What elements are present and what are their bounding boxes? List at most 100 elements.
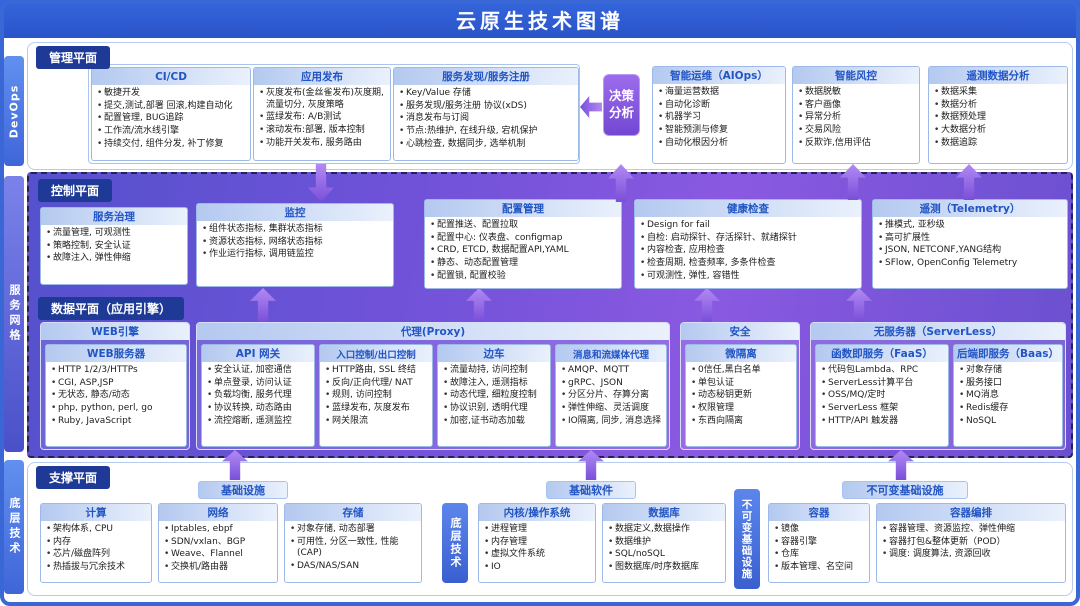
list-item: 虚拟文件系统 (484, 549, 592, 561)
card-api-gateway: API 网关 安全认证, 加密通信单点登录, 访问认证负载均衡, 服务代理协议转… (201, 344, 315, 447)
label-base-software: 基础软件 (546, 481, 636, 499)
card-config-management: 配置管理 配置推送、配置拉取配置中心: 仪表盘、configmapCRD, ET… (424, 199, 622, 289)
list-item: 资源状态指标, 网络状态指标 (202, 237, 390, 249)
card-title: 微隔离 (686, 345, 796, 362)
card-baas: 后端即服务（Baas） 对象存储服务接口MQ消息Redis缓存NoSQL (953, 344, 1063, 447)
list-item: 架构体系, CPU (46, 524, 148, 536)
card-container: 容器 镜像容器引擎仓库版本管理、名空间 (768, 503, 870, 583)
list-item: 规则, 访问控制 (325, 390, 429, 402)
card-item-list: 容器管理、资源监控、弹性伸缩容器打包&整体更新（POD）调度: 调度算法, 资源… (877, 521, 1065, 564)
list-item: 心跳检查, 数据同步, 选举机制 (399, 139, 575, 151)
card-title: 配置管理 (425, 200, 621, 217)
card-title: 计算 (41, 504, 151, 521)
list-item: 动态秘钥更新 (691, 390, 793, 402)
section-label-data-plane: 数据平面（应用引擎） (38, 297, 185, 320)
card-title: CI/CD (92, 68, 250, 85)
list-item: 作业运行指标, 调用链监控 (202, 249, 390, 261)
list-item: CGI, ASP,JSP (51, 378, 183, 390)
list-item: 海量运营数据 (658, 87, 782, 99)
list-item: 容器引擎 (774, 537, 866, 549)
card-service-discovery: 服务发现/服务注册 Key/Value 存储服务发现/服务注册 协议(xDS)消… (393, 67, 579, 161)
card-ingress-egress: 入口控制/出口控制 HTTP路由, SSL 终结反向/正向代理/ NAT规则, … (319, 344, 433, 447)
list-item: Design for fail (640, 220, 858, 232)
card-item-list: 代码包Lambda、RPCServerLess计算平台OSS/MQ/定时Serv… (816, 362, 948, 430)
card-cicd: CI/CD 敏捷开发提交,测试,部署 回滚,构建自动化配置管理, BUG追踪工作… (91, 67, 251, 161)
list-item: 对象存储 (959, 365, 1059, 377)
card-item-list: Design for fail自检: 启动探针、存活探针、就绪探针内容检查, 应… (635, 217, 861, 285)
list-item: 弹性伸缩、灵活调度 (561, 403, 663, 415)
list-item: 镜像 (774, 524, 866, 536)
decision-analysis-label: 决策分析 (608, 88, 634, 120)
card-app-release: 应用发布 灰度发布(金丝雀发布)灰度期, 流量切分, 灰度策略蓝绿发布: A/B… (253, 67, 391, 161)
card-item-list: 配置推送、配置拉取配置中心: 仪表盘、configmapCRD, ETCD, 数… (425, 217, 621, 285)
list-item: 权限管理 (691, 403, 793, 415)
list-item: IO隔离, 同步, 消息选择 (561, 416, 663, 428)
card-item-list: 对象存储服务接口MQ消息Redis缓存NoSQL (954, 362, 1062, 430)
card-title: 容器 (769, 504, 869, 521)
list-item: SFlow, OpenConfig Telemetry (878, 258, 1064, 270)
card-service-governance: 服务治理 流量管理, 可观测性策略控制, 安全认证故障注入, 弹性伸缩 (40, 207, 188, 285)
card-item-list: 流量管理, 可观测性策略控制, 安全认证故障注入, 弹性伸缩 (41, 225, 187, 268)
list-item: 容器打包&整体更新（POD） (882, 537, 1062, 549)
list-item: 组件状态指标, 集群状态指标 (202, 224, 390, 236)
list-item: 灰度发布(金丝雀发布)灰度期, 流量切分, 灰度策略 (259, 88, 387, 111)
card-title: 服务发现/服务注册 (394, 68, 578, 85)
list-item: 数据脱敏 (798, 87, 916, 99)
list-item: 大数据分析 (934, 125, 1064, 137)
card-item-list: 敏捷开发提交,测试,部署 回滚,构建自动化配置管理, BUG追踪工作流/流水线引… (92, 85, 250, 153)
list-item: Weave、Flannel (164, 549, 274, 561)
list-item: 进程管理 (484, 524, 592, 536)
strip-base-tech-text: 底层技术 (449, 517, 462, 569)
card-title: 函数即服务（FaaS） (816, 345, 948, 362)
list-item: gRPC、JSON (561, 378, 663, 390)
card-item-list: HTTP 1/2/3/HTTPsCGI, ASP,JSP无状态, 静态/动态ph… (46, 362, 186, 430)
list-item: 配置管理, BUG追踪 (97, 113, 247, 125)
card-item-list: 推模式, 亚秒级高可扩展性JSON, NETCONF,YANG结构SFlow, … (873, 217, 1067, 273)
list-item: ServerLess 框架 (821, 403, 945, 415)
list-item: 0信任,黑白名单 (691, 365, 793, 377)
list-item: 版本管理、名空间 (774, 562, 866, 574)
list-item: 提交,测试,部署 回滚,构建自动化 (97, 101, 247, 113)
list-item: 负载均衡, 服务代理 (207, 390, 311, 402)
group-proxy: 代理(Proxy) API 网关 安全认证, 加密通信单点登录, 访问认证负载均… (196, 322, 670, 450)
list-item: HTTP/API 触发器 (821, 416, 945, 428)
list-item: 安全认证, 加密通信 (207, 365, 311, 377)
list-item: 交易风险 (798, 125, 916, 137)
card-telemetry-data-analysis: 遥测数据分析 数据采集数据分析数据预处理大数据分析数据追踪 (928, 66, 1068, 164)
list-item: MQ消息 (959, 390, 1059, 402)
list-item: 交换机/路由器 (164, 562, 274, 574)
card-title: 智能风控 (793, 67, 919, 84)
list-item: 机器学习 (658, 112, 782, 124)
list-item: Key/Value 存储 (399, 88, 575, 100)
list-item: 协议转换, 动态路由 (207, 403, 311, 415)
card-title: 消息和流媒体代理 (556, 345, 666, 362)
label-base-software-text: 基础软件 (569, 484, 613, 497)
group-title: 代理(Proxy) (197, 323, 669, 340)
side-label-devops: DevOps (4, 56, 24, 166)
side-label-service-mesh: 服务网格 (4, 176, 24, 452)
list-item: 内存 (46, 537, 148, 549)
list-item: 芯片/磁盘阵列 (46, 549, 148, 561)
group-serverless: 无服务器（ServerLess） 函数即服务（FaaS） 代码包Lambda、R… (810, 322, 1066, 450)
group-title: 无服务器（ServerLess） (811, 323, 1065, 340)
list-item: 配置锁, 配置校验 (430, 271, 618, 283)
page-header: 云原生技术图谱 (0, 0, 1080, 38)
list-item: 异常分析 (798, 112, 916, 124)
card-title: 健康检查 (635, 200, 861, 217)
list-item: SQL/noSQL (608, 549, 722, 561)
card-item-list: 镜像容器引擎仓库版本管理、名空间 (769, 521, 869, 577)
side-label-base-tech-text: 底层技术 (8, 497, 21, 557)
card-item-list: Iptables, ebpfSDN/vxlan、BGPWeave、Flannel… (159, 521, 277, 577)
card-title: 应用发布 (254, 68, 390, 85)
list-item: 推模式, 亚秒级 (878, 220, 1064, 232)
list-item: 高可扩展性 (878, 233, 1064, 245)
list-item: php, python, perl, go (51, 403, 183, 415)
list-item: Redis缓存 (959, 403, 1059, 415)
card-title: 遥测（Telemetry） (873, 200, 1067, 217)
list-item: HTTP 1/2/3/HTTPs (51, 365, 183, 377)
list-item: 服务发现/服务注册 协议(xDS) (399, 101, 575, 113)
side-label-devops-text: DevOps (7, 84, 21, 138)
list-item: 配置推送、配置拉取 (430, 220, 618, 232)
list-item: AMQP、MQTT (561, 365, 663, 377)
list-item: 反向/正向代理/ NAT (325, 378, 429, 390)
